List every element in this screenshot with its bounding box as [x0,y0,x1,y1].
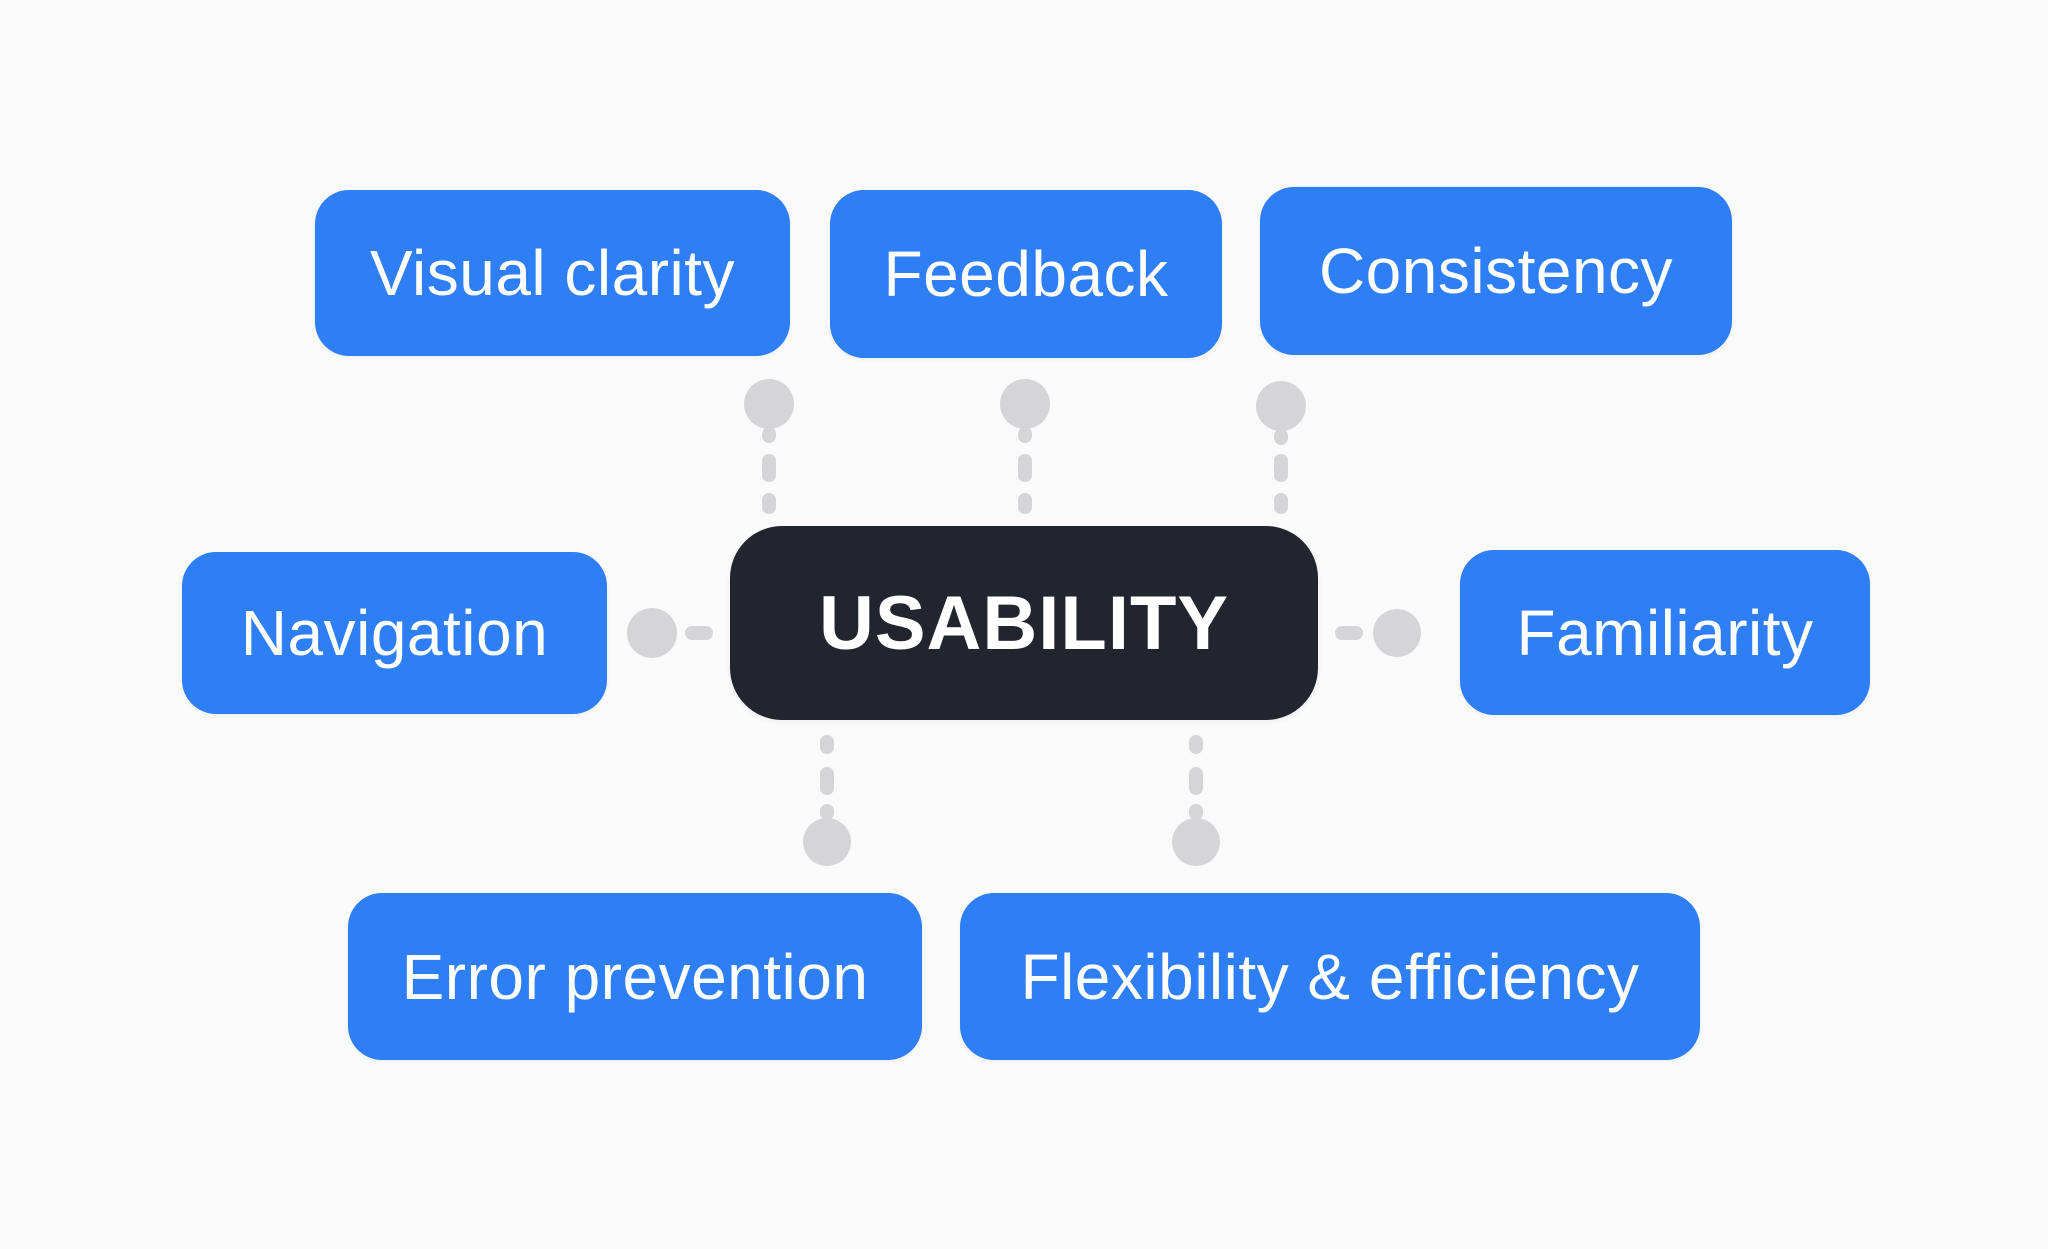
node-visual-clarity-label: Visual clarity [369,237,736,309]
connector-visual-clarity [744,379,794,514]
node-navigation: Navigation [182,552,607,714]
node-familiarity-label: Familiarity [1516,596,1814,669]
node-flexibility-efficiency: Flexibility & efficiency [960,893,1700,1060]
node-familiarity: Familiarity [1460,550,1870,715]
node-consistency: Consistency [1260,187,1732,355]
connector-error-prevention [803,735,851,866]
connector-consistency [1256,381,1306,514]
node-error-prevention: Error prevention [348,893,922,1060]
connector-navigation [627,608,713,658]
node-feedback: Feedback [830,190,1222,358]
connector-flexibility-efficiency [1172,735,1220,866]
connector-familiarity [1335,609,1421,657]
node-flexibility-efficiency-label: Flexibility & efficiency [1020,940,1640,1013]
node-error-prevention-label: Error prevention [401,940,869,1013]
node-navigation-label: Navigation [240,597,549,669]
node-usability-center: USABILITY [730,526,1318,720]
connector-feedback [1000,379,1050,514]
node-usability-label: USABILITY [818,580,1230,666]
node-feedback-label: Feedback [883,238,1169,310]
node-consistency-label: Consistency [1318,235,1674,307]
node-visual-clarity: Visual clarity [315,190,790,356]
